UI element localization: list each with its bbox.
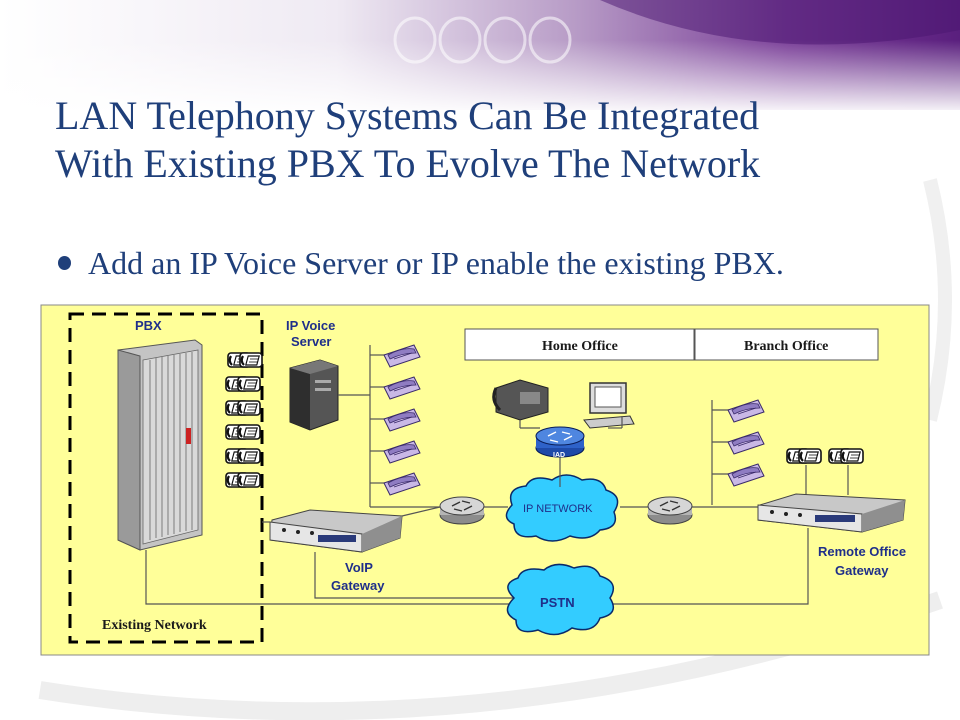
- existing-network-boundary: [68, 312, 264, 644]
- router-icon: [439, 496, 485, 525]
- slide-title-line-1: LAN Telephony Systems Can Be Integrated: [55, 93, 760, 138]
- slide-title: LAN Telephony Systems Can Be Integrated …: [55, 92, 935, 188]
- iad-router-icon: IAD: [535, 426, 585, 459]
- remote-phone-icon: [827, 447, 865, 465]
- pbx-phone-icon: [224, 399, 262, 417]
- home-office-box: [464, 328, 695, 361]
- router-icon: [647, 496, 693, 525]
- pbx-cabinet-icon: [117, 339, 203, 551]
- pbx-phone-icon: [224, 471, 262, 489]
- iad-label: IAD: [553, 452, 565, 459]
- pbx-phone-icon: [224, 447, 262, 465]
- existing-network-label: Existing Network: [102, 618, 207, 633]
- voip-gateway-label-line-2: Gateway: [331, 578, 385, 593]
- remote-office-gateway-label-line-1: Remote Office: [818, 544, 906, 559]
- desk-phone-icon: [492, 379, 549, 421]
- remote-office-gateway-icon: [757, 493, 906, 533]
- remote-phone-icon: [785, 447, 823, 465]
- bullet-text: Add an IP Voice Server or IP enable the …: [88, 245, 784, 281]
- voip-gateway-icon: [269, 509, 403, 553]
- bullet-item: Add an IP Voice Server or IP enable the …: [58, 244, 938, 288]
- remote-office-gateway-label-line-2: Gateway: [835, 563, 889, 578]
- pstn-cloud: PSTN: [506, 563, 615, 636]
- ip-network-cloud: IP NETWORK: [505, 474, 619, 542]
- server-icon: [289, 359, 339, 431]
- branch-office-label: Branch Office: [744, 339, 828, 354]
- pbx-phone-icon: [224, 375, 262, 393]
- slide-title-line-2: With Existing PBX To Evolve The Network: [55, 141, 761, 186]
- computer-icon: [583, 382, 635, 429]
- home-office-label: Home Office: [542, 339, 618, 354]
- ip-network-label: IP NETWORK: [523, 503, 593, 515]
- pbx-label: PBX: [135, 318, 162, 333]
- pbx-phone-icon: [226, 351, 264, 369]
- ip-voice-server-label-line-1: IP Voice: [286, 318, 335, 333]
- voip-gateway-label-line-1: VoIP: [345, 560, 373, 575]
- ip-voice-server-label-line-2: Server: [291, 334, 331, 349]
- bullet-dot-icon: [58, 256, 71, 270]
- pbx-phone-icon: [224, 423, 262, 441]
- pstn-label: PSTN: [540, 595, 575, 610]
- branch-office-box: [694, 328, 879, 361]
